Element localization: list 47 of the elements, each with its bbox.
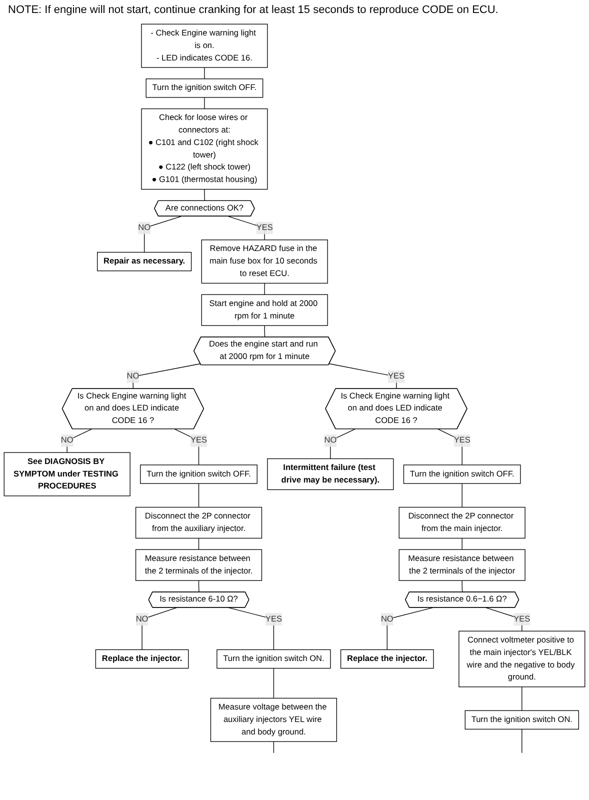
connector (198, 580, 200, 592)
node-box: Start engine and hold at 2000 rpm for 1 minute (201, 294, 328, 326)
node-box: Intermittent failure (test drive may be necessary). (267, 458, 394, 490)
edge-label: NO (60, 436, 74, 445)
connector (204, 97, 205, 110)
node-box: Measure voltage between the auxiliary injectors YEL wire and body ground. (210, 698, 337, 742)
connector (198, 483, 200, 508)
connector (462, 580, 463, 592)
edge-label: YES (514, 614, 530, 624)
node-box: Measure resistance between the 2 terminals of the injector (398, 549, 526, 581)
edge-label: NO (380, 614, 394, 624)
node-box: Replace the injector. (340, 649, 434, 669)
connector (264, 282, 265, 295)
connector (228, 216, 265, 240)
node-box: Turn the ignition switch OFF. (140, 464, 258, 484)
edge-label: YES (256, 223, 273, 232)
node-box: Turn the ignition switch ON. (464, 710, 579, 730)
node-box: Turn the ignition switch OFF. (403, 464, 521, 484)
connector (273, 668, 274, 699)
node-box: Remove HAZARD fuse in the main fuse box for 10 seconds to reset ECU. (201, 240, 328, 284)
edge-label: YES (265, 614, 282, 624)
node-box: Measure resistance between the 2 terminals of the injector. (135, 549, 262, 581)
connector (198, 538, 200, 550)
node-box: - Check Engine warning light is on. - LED indicates CODE 16. (141, 24, 268, 68)
edge-label: NO (138, 223, 151, 232)
connector (132, 363, 201, 390)
connector (204, 67, 205, 80)
edge-label: NO (126, 372, 140, 381)
edge-label: YES (388, 372, 405, 381)
edge-label: YES (454, 436, 470, 445)
connector (264, 325, 266, 338)
node-box: Check for loose wires or connectors at: ● C101 and C102 (right shock tower) ● C122 (left shock tower) ● G101 (thermostat housing) (141, 108, 268, 190)
connector (204, 188, 206, 202)
node-box: See DIAGNOSIS BY SYMPTOM under TESTING PROCEDURES (4, 452, 130, 496)
node-box: Turn the ignition switch ON. (216, 649, 331, 669)
node-box: Replace the injector. (95, 649, 189, 669)
node-box: Turn the ignition switch OFF. (146, 78, 264, 98)
edge-label: NO (324, 436, 337, 445)
edge-label: YES (190, 436, 208, 445)
connector (328, 363, 397, 390)
node-box: Disconnect the 2P connector from the auxiliary injector. (135, 506, 262, 539)
node-box: Repair as necessary. (97, 252, 192, 272)
connector (273, 741, 274, 754)
note-text: NOTE: If engine will not start, continue cranking for at least 15 seconds to reproduce CODE on ECU. (8, 4, 500, 16)
edge-label: NO (136, 614, 148, 624)
node-box: Connect voltmeter positive to the main injector's YEL/BLK wire and the negative to body ground. (458, 630, 586, 688)
node-box: Disconnect the 2P connector from the main injector. (398, 506, 526, 539)
